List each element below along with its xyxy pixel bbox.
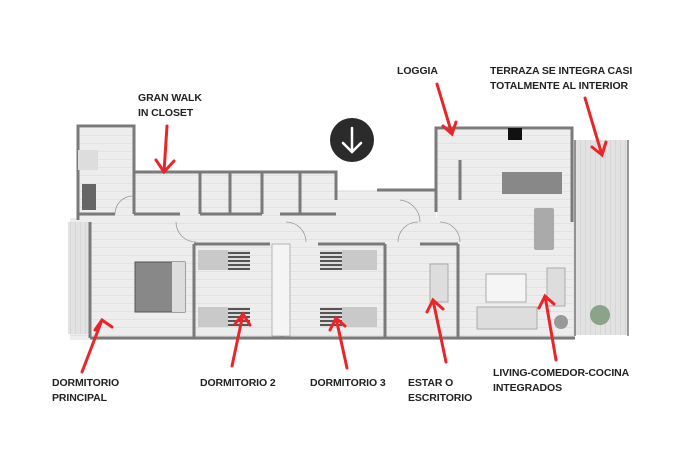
label-terraza: TERRAZA SE INTEGRA CASI TOTALMENTE AL IN… [490, 64, 632, 94]
arrow-walk-in [154, 124, 176, 175]
label-line: PRINCIPAL [52, 392, 107, 404]
label-line: ESTAR O [408, 377, 454, 389]
arrow-dormitorio-2 [230, 311, 252, 368]
arrow-terraza [583, 96, 608, 158]
label-line: INTEGRADOS [493, 382, 563, 394]
arrow-dormitorio-3 [328, 315, 349, 370]
label-line: DORMITORIO [52, 377, 120, 389]
label-loggia: LOGGIA [397, 65, 438, 77]
balcony [68, 222, 90, 334]
terrace [573, 140, 628, 335]
label-line: LIVING-COMEDOR-COCINA [493, 367, 630, 379]
label-line: TOTALMENTE AL INTERIOR [490, 80, 628, 92]
label-line: TERRAZA SE INTEGRA CASI [490, 65, 633, 77]
furniture [78, 128, 610, 337]
label-walk-in-closet: GRAN WALK IN CLOSET [138, 91, 202, 121]
label-estar: ESTAR O ESCRITORIO [408, 376, 472, 406]
arrow-estar [425, 297, 448, 364]
arrow-dormitorio-principal [80, 317, 114, 374]
arrow-living [537, 293, 558, 362]
label-dormitorio-2: DORMITORIO 2 [200, 377, 276, 389]
annotation-arrows [80, 82, 608, 374]
door-swings [114, 195, 461, 243]
label-dormitorio-3: DORMITORIO 3 [310, 377, 386, 389]
walls [76, 124, 629, 340]
label-line: ESCRITORIO [408, 392, 473, 404]
arrow-down-icon [330, 118, 374, 162]
label-line: IN CLOSET [138, 107, 194, 119]
label-line: GRAN WALK [138, 92, 202, 104]
arrow-loggia [435, 82, 458, 137]
label-dormitorio-principal: DORMITORIO PRINCIPAL [52, 376, 119, 406]
label-living: LIVING-COMEDOR-COCINA INTEGRADOS [493, 366, 629, 396]
